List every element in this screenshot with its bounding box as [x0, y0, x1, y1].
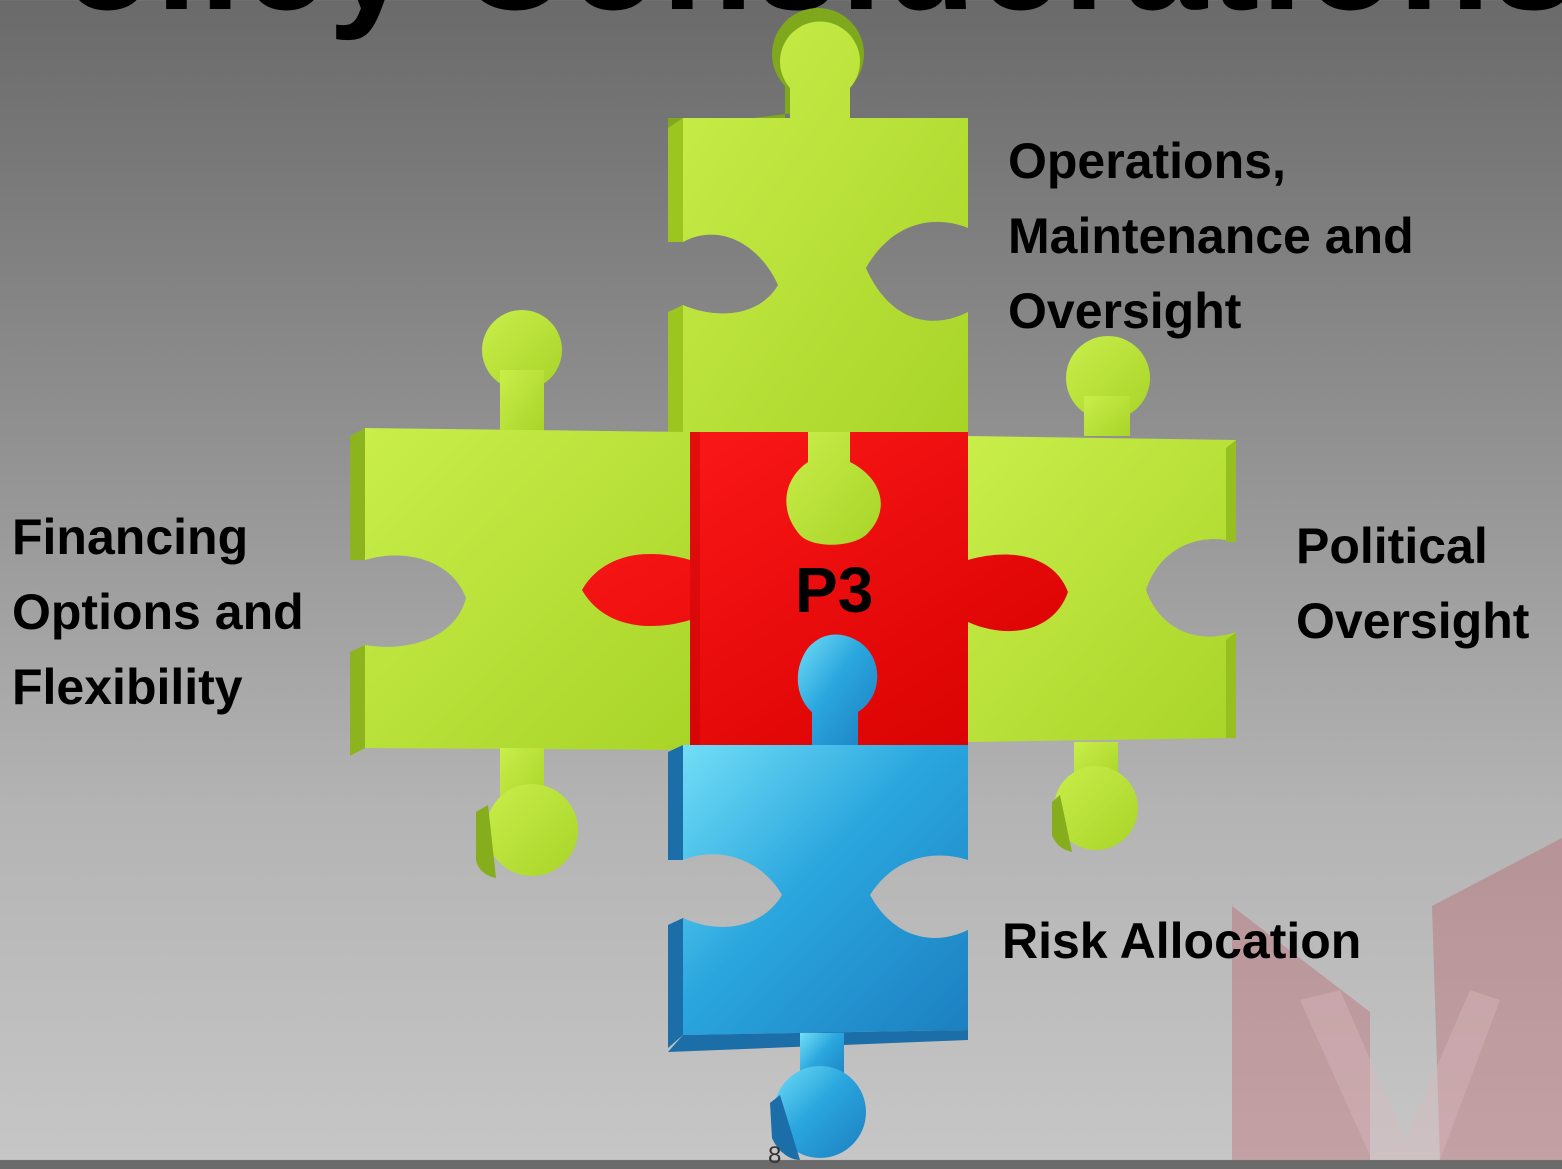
label-line: Operations, [1008, 133, 1286, 189]
center-label-p3: P3 [795, 554, 874, 626]
label-line: Flexibility [12, 659, 243, 715]
label-financing-options-flexibility: Financing Options and Flexibility [12, 500, 304, 725]
label-line: Political [1296, 518, 1488, 574]
label-line: Risk Allocation [1002, 913, 1362, 969]
puzzle-piece-center [582, 432, 1068, 745]
puzzle-piece-left [350, 310, 690, 878]
label-line: Maintenance and [1008, 208, 1414, 264]
puzzle-piece-right [968, 336, 1236, 852]
label-line: Oversight [1008, 283, 1242, 339]
slide-title: Policy Considerations [0, 0, 1562, 32]
label-line: Oversight [1296, 593, 1530, 649]
puzzle-piece-bottom [668, 745, 968, 1160]
label-risk-allocation: Risk Allocation [1002, 904, 1361, 979]
puzzle-piece-top [668, 8, 968, 433]
label-operations-maintenance-oversight: Operations, Maintenance and Oversight [1008, 124, 1414, 349]
label-line: Options and [12, 584, 304, 640]
label-political-oversight: Political Oversight [1296, 509, 1529, 659]
label-line: Financing [12, 509, 249, 565]
page-number: 8 [768, 1142, 782, 1169]
